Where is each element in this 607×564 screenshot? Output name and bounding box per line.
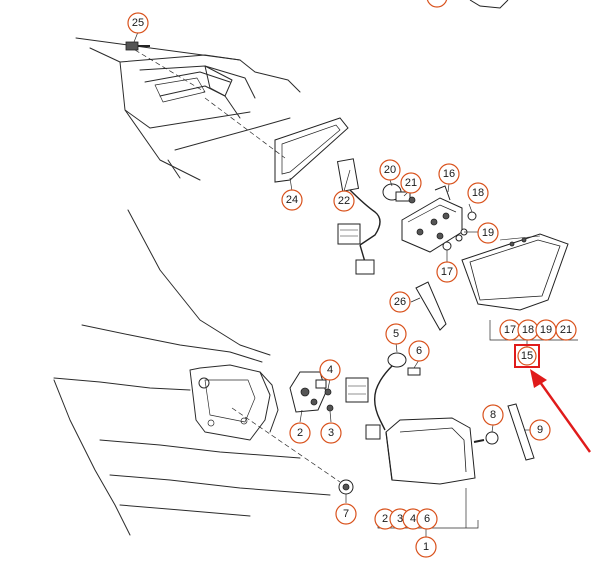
- svg-text:32: 32: [431, 0, 443, 3]
- callout-21-group: 21: [555, 319, 577, 341]
- svg-text:26: 26: [394, 296, 406, 308]
- svg-text:16: 16: [443, 168, 455, 180]
- svg-text:20: 20: [384, 164, 396, 176]
- callout-17: 17: [436, 261, 458, 283]
- callout-20: 20: [379, 159, 401, 181]
- svg-text:22: 22: [338, 195, 350, 207]
- inner-tail-light-part-15: [461, 233, 569, 311]
- bulb-part-6: [407, 367, 421, 376]
- callout-18-group: 18: [517, 319, 539, 341]
- svg-text:3: 3: [328, 427, 334, 439]
- svg-text:3: 3: [397, 513, 403, 525]
- red-annotation-arrow: [530, 369, 591, 453]
- upper-body-panel: [75, 37, 301, 181]
- callout-2: 2: [289, 422, 311, 444]
- svg-text:19: 19: [540, 324, 552, 336]
- callout-18: 18: [467, 182, 489, 204]
- svg-text:21: 21: [560, 324, 572, 336]
- outer-tail-light-part-1: [385, 417, 476, 485]
- callout-26: 26: [389, 291, 411, 313]
- callout-21: 21: [400, 172, 422, 194]
- callout-5: 5: [385, 323, 407, 345]
- svg-text:7: 7: [343, 508, 349, 520]
- seal-strip-part-26: [415, 281, 447, 331]
- callout-32: 32: [426, 0, 448, 8]
- callout-7: 7: [335, 503, 357, 525]
- wiring-harness-part-22: [336, 158, 381, 275]
- callout-22: 22: [333, 190, 355, 212]
- svg-text:18: 18: [522, 324, 534, 336]
- bulb-socket-part-20: [382, 183, 416, 204]
- bulb-holder-part-2: [289, 371, 327, 413]
- callout-6: 6: [408, 340, 430, 362]
- svg-text:21: 21: [405, 177, 417, 189]
- svg-text:17: 17: [504, 324, 516, 336]
- svg-text:2: 2: [382, 513, 388, 525]
- gasket-part-24: [274, 117, 349, 183]
- svg-text:4: 4: [327, 364, 333, 376]
- svg-text:19: 19: [482, 227, 494, 239]
- callout-17-group: 17: [499, 319, 521, 341]
- callout-24: 24: [281, 189, 303, 211]
- svg-text:8: 8: [490, 409, 496, 421]
- callout-8: 8: [482, 404, 504, 426]
- callout-3: 3: [320, 422, 342, 444]
- callout-19: 19: [477, 222, 499, 244]
- bulb-holder-part-16: [401, 185, 463, 253]
- grommet-part-7: [338, 479, 354, 495]
- highlight-box-15: [514, 344, 540, 368]
- callout-15: 15: [517, 346, 537, 366]
- svg-text:6: 6: [424, 513, 430, 525]
- svg-text:15: 15: [521, 350, 533, 362]
- svg-text:25: 25: [132, 17, 144, 29]
- callout-4: 4: [319, 359, 341, 381]
- svg-text:2: 2: [297, 427, 303, 439]
- svg-text:24: 24: [286, 194, 298, 206]
- svg-text:4: 4: [410, 513, 416, 525]
- callout-1: 1: [415, 536, 437, 558]
- svg-text:18: 18: [472, 187, 484, 199]
- callout-9: 9: [529, 419, 551, 441]
- callout-16: 16: [438, 163, 460, 185]
- svg-text:9: 9: [537, 424, 543, 436]
- svg-text:5: 5: [393, 328, 399, 340]
- callout-25: 25: [127, 12, 149, 34]
- svg-text:1: 1: [423, 541, 429, 553]
- bolt-part-8: [473, 431, 499, 445]
- svg-text:6: 6: [416, 345, 422, 357]
- callout-6-group: 6: [416, 508, 438, 530]
- bolt-part-25: [125, 41, 150, 51]
- part-32-partial: [469, 0, 509, 9]
- screws-part-3-4: [324, 388, 334, 412]
- wiring-harness-part-5: [345, 352, 407, 440]
- callout-19-group: 19: [535, 319, 557, 341]
- assembly-lines: [134, 49, 341, 483]
- gasket-part-9: [507, 403, 535, 461]
- svg-text:17: 17: [441, 266, 453, 278]
- lower-body-panel: [53, 209, 331, 536]
